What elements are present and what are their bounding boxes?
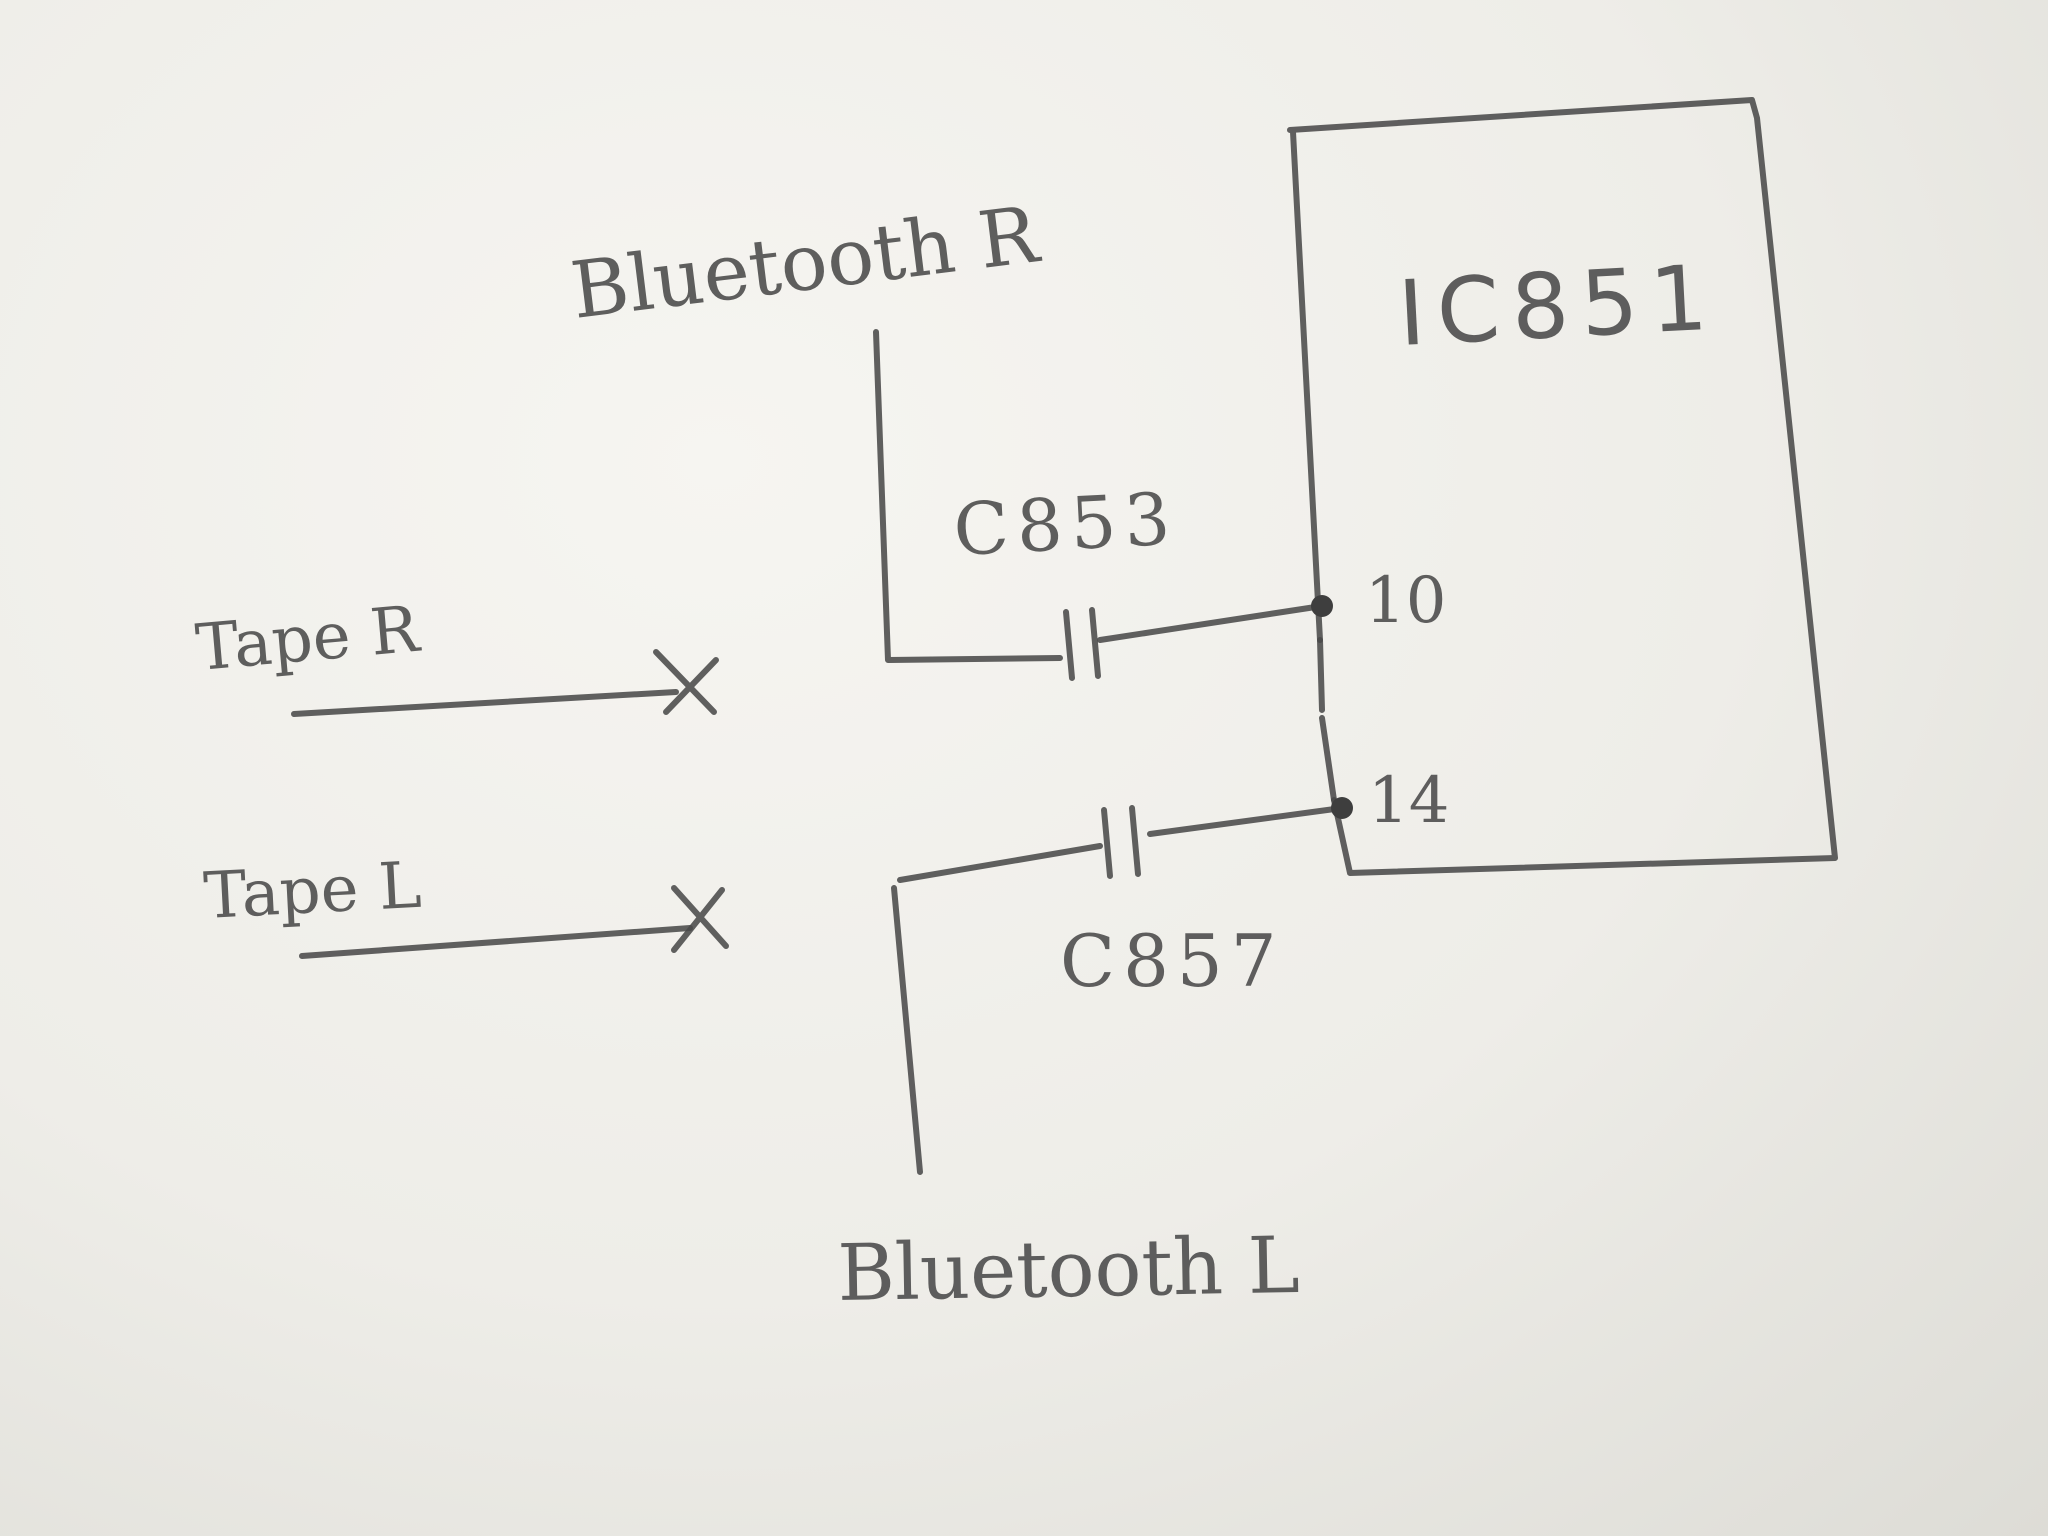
c853-to-pin10-wire (1097, 603, 1325, 643)
pin-14-dot (1331, 797, 1353, 819)
tape-l-x-terminal (671, 885, 729, 953)
pin-10-dot (1311, 595, 1333, 617)
bluetooth-l-wire (891, 843, 1103, 1175)
tape-l-wire (299, 925, 693, 959)
c857-label: C857 (1060, 919, 1285, 1003)
ic851-box (1287, 97, 1838, 876)
bluetooth-r-label: Bluetooth R (566, 190, 1045, 337)
tape-r-x-terminal (653, 649, 719, 715)
ic851-left-edge-lower (1317, 637, 1337, 803)
tape-r-wire (291, 689, 679, 717)
pin-14-label: 14 (1368, 764, 1449, 838)
pin14-to-c857-wire (1147, 805, 1345, 837)
bluetooth-l-label: Bluetooth L (837, 1221, 1301, 1319)
ic851-label: IC851 (1396, 245, 1722, 367)
bluetooth-r-wire (873, 329, 1063, 663)
tape-l-label: Tape L (202, 849, 423, 934)
pin-10-label: 10 (1365, 564, 1446, 638)
c853-capacitor (1063, 607, 1101, 681)
c857-capacitor (1101, 805, 1141, 879)
tape-r-label: Tape R (193, 593, 424, 686)
c853-label: C853 (951, 476, 1180, 572)
